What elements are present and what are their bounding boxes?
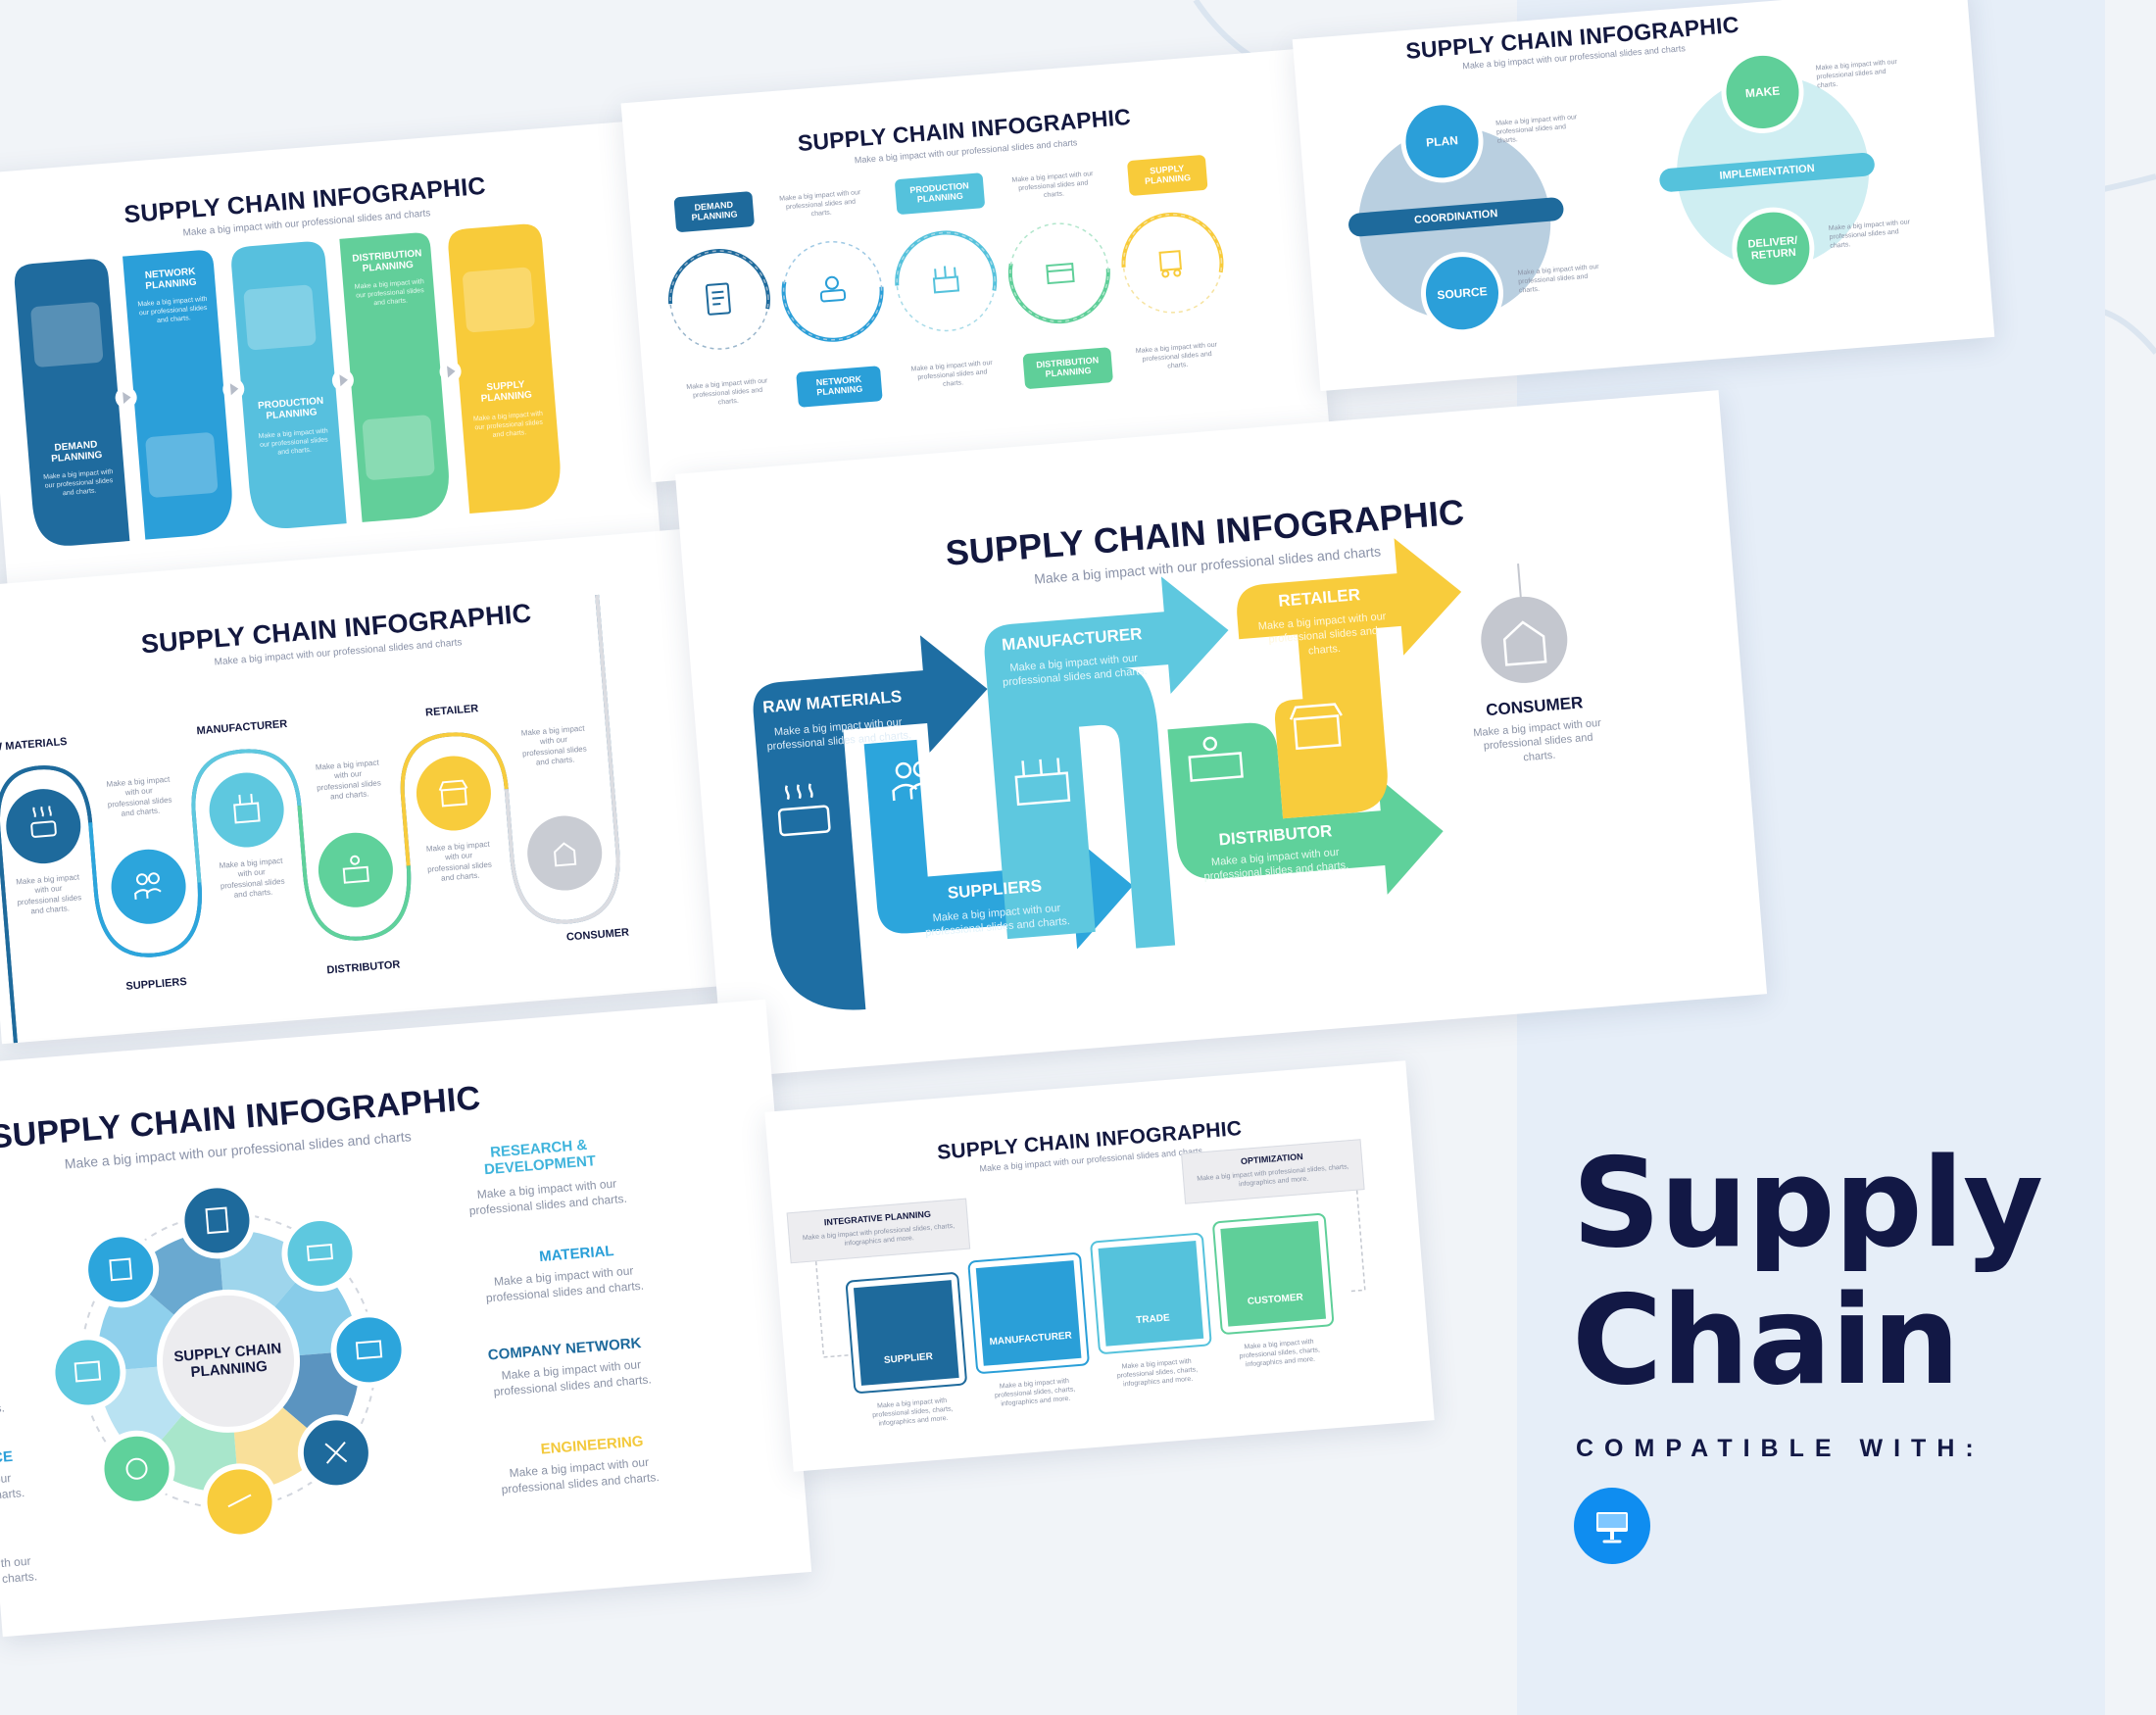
slide-steps-vertical: SUPPLY CHAIN INFOGRAPHIC Make a big impa… bbox=[0, 121, 662, 595]
step-pill-distribution: DISTRIBUTION PLANNING bbox=[1022, 347, 1114, 390]
desc: Make a big impact with our professional … bbox=[106, 774, 172, 818]
desc: Make a big impact with our professional … bbox=[315, 758, 382, 802]
step-pill-demand: DEMAND PLANNING bbox=[673, 191, 756, 233]
promo-title: Supply Chain bbox=[1572, 1135, 2121, 1409]
connector-lines bbox=[814, 1190, 1366, 1358]
slide-box-process: SUPPLY CHAIN INFOGRAPHIC Make a big impa… bbox=[764, 1060, 1435, 1472]
desc: Make a big impact with our professional … bbox=[425, 839, 493, 883]
box-trade: TRADE bbox=[1089, 1232, 1212, 1355]
step-pill-network: NETWORK PLANNING bbox=[796, 366, 883, 408]
slide-circle-timeline: SUPPLY CHAIN INFOGRAPHIC Make a big impa… bbox=[620, 48, 1330, 483]
left-fragment: CE bbox=[0, 1447, 14, 1467]
keynote-podium-icon bbox=[1596, 1512, 1628, 1544]
promo-title-line1: Supply bbox=[1572, 1131, 2043, 1275]
wave-graphic bbox=[0, 594, 620, 1045]
compatible-with-label: COMPATIBLE WITH: bbox=[1576, 1435, 1984, 1462]
box-supplier: SUPPLIER bbox=[845, 1271, 968, 1395]
desc: Make a big impact with our professional … bbox=[219, 856, 285, 900]
steps-graphic bbox=[14, 223, 561, 546]
timeline-graphic bbox=[667, 212, 1224, 352]
box-manufacturer: MANUFACTURER bbox=[967, 1251, 1091, 1375]
promo-title-line2: Chain bbox=[1572, 1268, 1960, 1412]
keynote-app-icon bbox=[1574, 1488, 1650, 1564]
desc: Make a big impact with our professional … bbox=[520, 723, 587, 767]
desc: Make a big impact with our professional … bbox=[15, 872, 82, 916]
radial-graphic bbox=[49, 1182, 408, 1541]
slide-wave-path: SUPPLY CHAIN INFOGRAPHIC Make a big impa… bbox=[0, 527, 733, 1045]
box-customer: CUSTOMER bbox=[1211, 1212, 1335, 1336]
slide-radial-planning: SUPPLY CHAIN INFOGRAPHIC Make a big impa… bbox=[0, 999, 812, 1638]
slide-plan-make-cycle: SUPPLY CHAIN INFOGRAPHIC Make a big impa… bbox=[1292, 0, 1995, 392]
slide-arrow-flow: SUPPLY CHAIN INFOGRAPHIC Make a big impa… bbox=[674, 390, 1768, 1078]
arrow-flow-graphic bbox=[753, 538, 1568, 1010]
step-pill-production: PRODUCTION PLANNING bbox=[894, 172, 986, 216]
step-pill-supply: SUPPLY PLANNING bbox=[1126, 154, 1208, 197]
